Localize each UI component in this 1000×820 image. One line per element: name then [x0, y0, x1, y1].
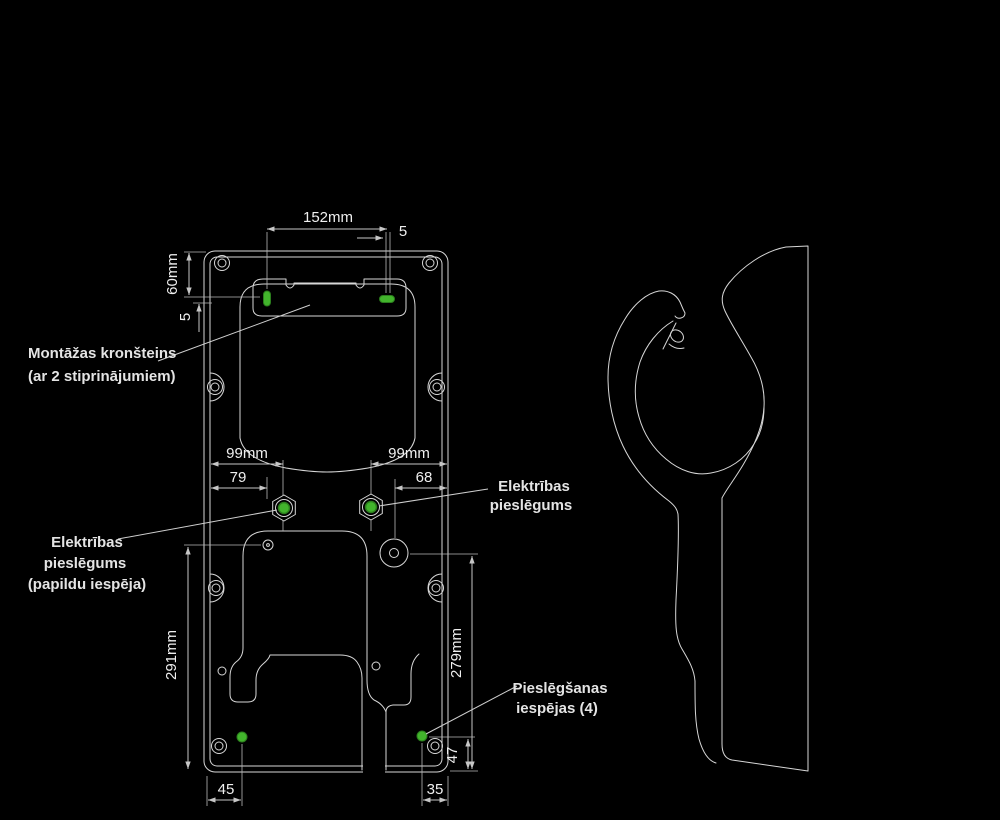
dim-68: 68: [416, 469, 433, 486]
front-view-backplate: [203, 250, 449, 775]
lower-cutout-step: [385, 653, 420, 713]
backplate-inner-outline: [209, 256, 443, 767]
dim-35: 35: [427, 781, 444, 798]
nozzle-outlet: [670, 329, 684, 343]
side-arm-outer: [607, 290, 717, 764]
label-electrical-left-line3: (papildu iespēja): [28, 576, 146, 593]
dim-5-top: 5: [399, 223, 407, 240]
electrical-connector-right: [359, 493, 383, 521]
dim-279mm: 279mm: [448, 628, 465, 678]
nozzle-edge: [662, 322, 677, 350]
label-mounting-bracket-line2: (ar 2 stiprinājumiem): [28, 368, 176, 385]
small-hole: [371, 661, 381, 671]
optional-electrical-hole: [262, 539, 274, 551]
dim-45: 45: [218, 781, 235, 798]
connection-point-left: [236, 731, 248, 743]
label-electrical-left-line2: pieslēgums: [44, 555, 127, 572]
cable-entry-hole: [389, 548, 399, 558]
dim-152mm: 152mm: [303, 209, 353, 226]
edge-boss: [427, 372, 443, 402]
dim-5-left: 5: [177, 313, 194, 321]
bracket-fixing-slot-left: [263, 290, 271, 307]
dim-60mm: 60mm: [164, 253, 181, 295]
mounting-bracket: [252, 278, 407, 317]
edge-boss: [209, 372, 225, 402]
label-electrical-right-line2: pieslēgums: [490, 497, 573, 514]
label-electrical-left-line1: Elektrības: [51, 534, 123, 551]
label-connection-points-line2: iespējas (4): [516, 700, 598, 717]
dimensions: 152mm 5 60mm 5 99mm 99mm 79 68 291mm 279…: [163, 209, 478, 806]
upper-cutout: [239, 283, 416, 473]
callout-labels: Montāžas kronšteins (ar 2 stiprinājumiem…: [28, 304, 608, 735]
side-arm-inner: [634, 320, 765, 475]
screw-holes: [207, 255, 445, 754]
label-mounting-bracket-line1: Montāžas kronšteins: [28, 345, 176, 362]
label-electrical-right-line1: Elektrības: [498, 478, 570, 495]
dim-79: 79: [230, 469, 247, 486]
nozzle-curve: [668, 343, 685, 349]
dim-291mm: 291mm: [163, 630, 180, 680]
bracket-fixing-slot-right: [379, 295, 395, 303]
electrical-connector-left: [272, 494, 296, 522]
connection-point-right: [416, 730, 428, 742]
small-hole: [217, 666, 227, 676]
nozzle-tab: [674, 308, 686, 319]
dim-47: 47: [444, 747, 461, 764]
dim-99mm-left: 99mm: [226, 445, 268, 462]
backplate-outer-outline: [203, 250, 449, 773]
side-view-profile: [607, 245, 809, 772]
label-connection-points-line1: Pieslēgšanas: [512, 680, 607, 697]
side-body-outline: [721, 245, 809, 772]
dim-99mm-right: 99mm: [388, 445, 430, 462]
cable-channel-notch: [363, 762, 385, 775]
side-arm-top: [658, 290, 684, 310]
optional-electrical-hole-center: [266, 543, 270, 547]
cable-entry-boss: [379, 538, 409, 568]
lower-cutout-right: [267, 530, 387, 771]
lower-cutout-left: [229, 530, 363, 771]
